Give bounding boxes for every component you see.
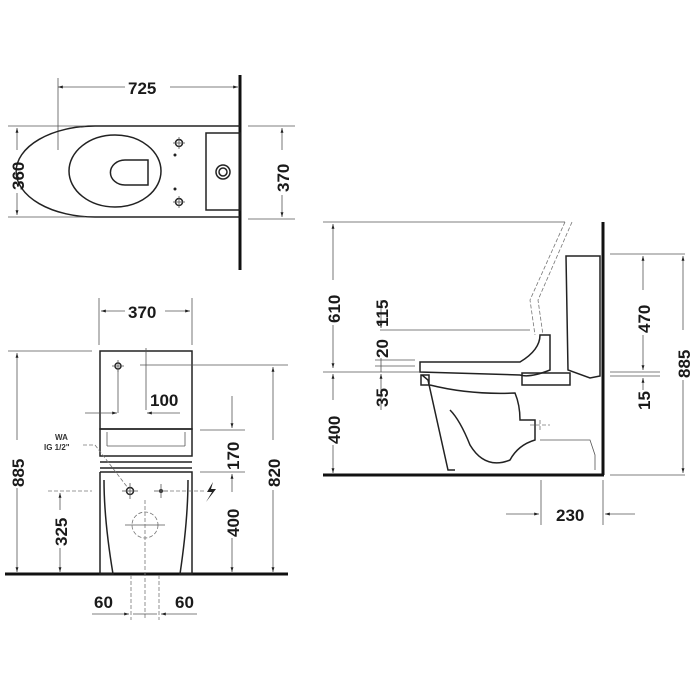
flush-button [215,164,231,180]
dim-15: 15 [635,391,654,410]
tank-side [565,255,601,379]
dim-725: 725 [128,79,156,98]
front-view: 370 100 [5,298,288,620]
dim-885-front: 885 [9,459,28,487]
water-inlet-thread: IG 1/2" [44,443,70,452]
bowl-opening [109,159,149,186]
dim-360: 360 [9,162,28,190]
dim-885-side: 885 [675,350,694,378]
bowl-front [99,471,193,575]
dim-370-front: 370 [128,303,156,322]
dim-115: 115 [373,300,392,327]
dim-820: 820 [265,459,284,487]
dim-400-front: 400 [224,509,243,537]
seat-outline [68,134,162,208]
seat-front [99,428,193,457]
bowl-side [421,374,536,471]
lightning-bolt-icon [206,482,216,502]
fixing-holes [173,137,185,208]
dim-60-left: 60 [94,593,113,612]
dim-230: 230 [556,506,584,525]
top-view: 725 360 370 [8,75,295,270]
tank-top [205,132,241,211]
electric-inlet-symbol [154,484,168,498]
dim-35: 35 [373,388,392,407]
dim-100: 100 [150,391,178,410]
dim-610: 610 [325,295,344,323]
dim-400-side: 400 [325,416,344,444]
side-view: 610 115 20 35 400 470 15 885 [323,221,694,525]
dim-325: 325 [52,518,71,546]
dim-60-right: 60 [175,593,194,612]
seat-side [419,334,551,377]
water-inlet-label: WA [55,433,68,442]
dim-370-top: 370 [274,164,293,192]
lid-raised [529,221,573,336]
toilet-top-outline [15,125,240,218]
dim-470: 470 [635,305,654,333]
dim-20: 20 [373,339,392,358]
dim-170: 170 [224,442,243,470]
water-inlet-symbol [122,483,138,499]
